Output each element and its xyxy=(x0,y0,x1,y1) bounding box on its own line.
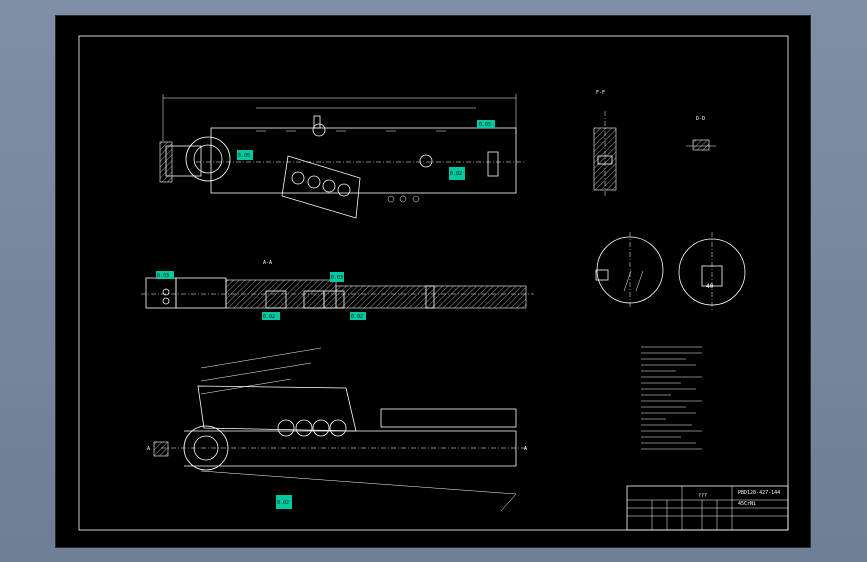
svg-text:0.05: 0.05 xyxy=(479,122,491,128)
tolerance-tag: 0.05 xyxy=(237,150,253,160)
drawing-number: PBD120-427-144 xyxy=(738,490,780,496)
svg-text:0.02: 0.02 xyxy=(450,171,462,177)
title-block: ??? PBD120-427-144 45CrNi xyxy=(626,485,789,531)
section-label-a-a: A-A xyxy=(263,260,272,266)
detail-circle-left xyxy=(595,232,664,308)
tolerance-tag: 0.03 xyxy=(330,272,344,282)
bottom-view xyxy=(153,347,526,512)
tolerance-tag: 0.03 xyxy=(156,271,174,279)
hole-value: 40 xyxy=(706,283,714,290)
section-f-f: F-F xyxy=(593,90,617,198)
svg-text:0.02: 0.02 xyxy=(277,500,289,506)
detail-circle-right: 40 xyxy=(678,232,746,312)
view-arrow-a-right: A xyxy=(524,446,527,452)
tolerance-tag: 0.02 xyxy=(276,495,292,509)
tolerance-tag: 0.02 xyxy=(350,312,366,320)
svg-text:0.03: 0.03 xyxy=(331,275,343,281)
technical-notes xyxy=(641,346,702,450)
tolerance-tag: 0.02 xyxy=(449,167,465,180)
view-arrow-a-left: A xyxy=(147,446,150,452)
part-name: ??? xyxy=(698,493,707,499)
section-label-f-f: F-F xyxy=(596,90,605,96)
front-view: A-A xyxy=(141,260,534,309)
top-view xyxy=(159,94,524,219)
material: 45CrNi xyxy=(738,501,756,507)
svg-text:0.02: 0.02 xyxy=(351,314,363,320)
svg-text:0.05: 0.05 xyxy=(238,153,250,159)
tolerance-tag: 0.02 xyxy=(262,312,280,320)
cad-drawing: A-A F-F xyxy=(78,35,789,531)
tolerance-tag: 0.05 xyxy=(477,120,495,128)
cad-viewport[interactable]: A-A F-F xyxy=(55,15,811,548)
svg-text:0.03: 0.03 xyxy=(157,273,169,279)
svg-text:0.02: 0.02 xyxy=(263,314,275,320)
section-label-d-d: D-D xyxy=(696,116,705,122)
drawing-frame xyxy=(78,35,789,531)
section-d-d: D-D xyxy=(686,116,716,151)
